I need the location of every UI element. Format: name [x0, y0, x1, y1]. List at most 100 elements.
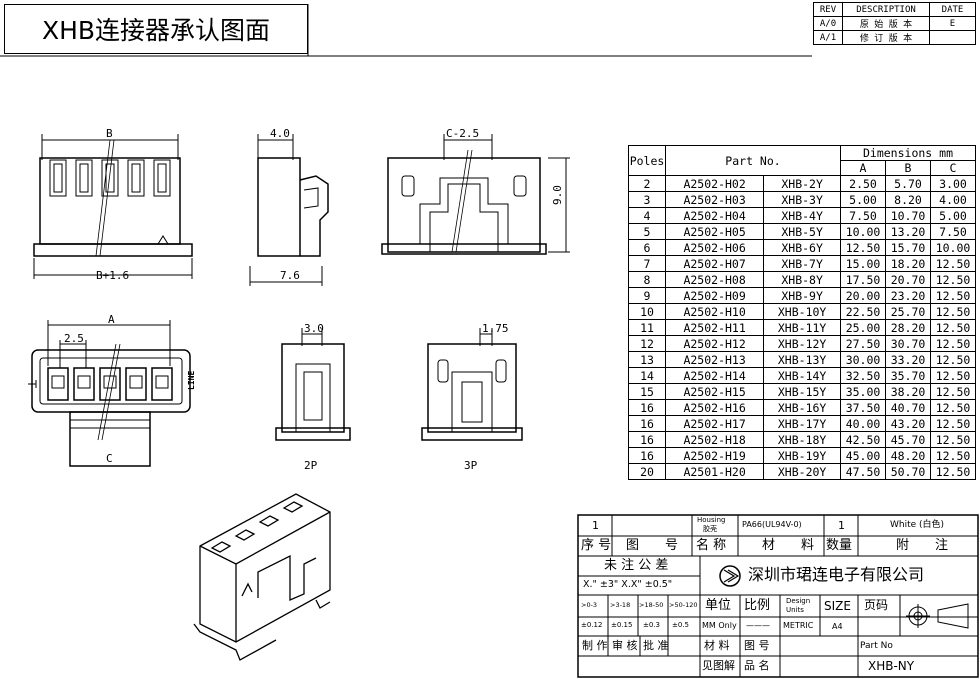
- dim-label-side-top: 4.0: [270, 127, 290, 140]
- dim-c-cell: 12.50: [930, 287, 976, 304]
- dim-c-cell: 12.50: [930, 463, 976, 480]
- part-a-cell: A2502-H03: [664, 191, 765, 208]
- dim-a-cell: 2.50: [840, 175, 886, 192]
- dim-c-cell: 12.50: [930, 351, 976, 368]
- dim-b-cell: 30.70: [885, 335, 931, 352]
- tolerance-values: X." ±3" X.X" ±0.5": [583, 579, 673, 590]
- part-b-cell: XHB-4Y: [763, 207, 841, 224]
- dim-c-cell: 12.50: [930, 319, 976, 336]
- dim-a-cell: 7.50: [840, 207, 886, 224]
- dim-a-cell: 42.50: [840, 431, 886, 448]
- part-no-header: Part No.: [665, 145, 841, 176]
- dim-a-cell: 40.00: [840, 415, 886, 432]
- col-b-header: B: [885, 160, 931, 176]
- poles-cell: 20: [628, 463, 666, 480]
- poles-cell: 3: [628, 191, 666, 208]
- dim-a-cell: 47.50: [840, 463, 886, 480]
- dim-b-cell: 35.70: [885, 367, 931, 384]
- material-header: 材 料: [762, 538, 815, 553]
- dim-c-cell: 12.50: [930, 399, 976, 416]
- dim-b-cell: 33.20: [885, 351, 931, 368]
- range-1: >0-3: [581, 601, 598, 609]
- page-label: 页码: [864, 598, 889, 612]
- part-a-cell: A2502-H18: [664, 431, 765, 448]
- part-a-cell: A2502-H09: [664, 287, 765, 304]
- note-header: 附 注: [896, 538, 949, 553]
- dim-c-cell: 3.00: [930, 175, 976, 192]
- part-b-cell: XHB-3Y: [763, 191, 841, 208]
- dim-c-cell: 12.50: [930, 271, 976, 288]
- part-a-cell: A2502-H02: [664, 175, 765, 192]
- part-b-cell: XHB-7Y: [763, 255, 841, 272]
- pin-mark: LINE: [187, 370, 196, 390]
- design-units-1: Design: [786, 597, 811, 605]
- part-a-cell: A2502-H11: [664, 319, 765, 336]
- dim-c-cell: 12.50: [930, 367, 976, 384]
- dim-b-cell: 50.70: [885, 463, 931, 480]
- poles-cell: 12: [628, 335, 666, 352]
- material-value: PA66(UL94V-0): [742, 520, 802, 529]
- view-label-2p: 2P: [304, 459, 318, 472]
- item-no: 1: [592, 519, 599, 532]
- approve-label: 批 准: [643, 639, 669, 652]
- dim-b-cell: 43.20: [885, 415, 931, 432]
- dim-a-cell: 15.00: [840, 255, 886, 272]
- poles-cell: 16: [628, 447, 666, 464]
- col-c-header: C: [930, 160, 976, 176]
- view-label-3p: 3P: [464, 459, 478, 472]
- dim-a-cell: 27.50: [840, 335, 886, 352]
- range-4: >50-120: [669, 601, 698, 609]
- range-2: >3-18: [610, 601, 631, 609]
- range-tol-4: ±0.5: [672, 621, 689, 629]
- seq-header: 序 号: [581, 538, 612, 553]
- part-a-cell: A2502-H19: [664, 447, 765, 464]
- dim-a-cell: 22.50: [840, 303, 886, 320]
- poles-cell: 7: [628, 255, 666, 272]
- poles-cell: 9: [628, 287, 666, 304]
- part-b-cell: XHB-12Y: [763, 335, 841, 352]
- dim-label-b: B: [106, 127, 113, 140]
- dim-b-cell: 8.20: [885, 191, 931, 208]
- poles-cell: 6: [628, 239, 666, 256]
- part-a-cell: A2502-H08: [664, 271, 765, 288]
- poles-cell: 15: [628, 383, 666, 400]
- dim-b-cell: 48.20: [885, 447, 931, 464]
- part-b-cell: XHB-20Y: [763, 463, 841, 480]
- col-a-header: A: [840, 160, 886, 176]
- dim-c-cell: 7.50: [930, 223, 976, 240]
- part-b-cell: XHB-19Y: [763, 447, 841, 464]
- dim-b-cell: 38.20: [885, 383, 931, 400]
- color-value: White (白色): [890, 520, 945, 530]
- part-a-cell: A2502-H17: [664, 415, 765, 432]
- dim-a-cell: 10.00: [840, 223, 886, 240]
- see-detail-label: 见图解: [702, 659, 735, 672]
- dim-b-cell: 45.70: [885, 431, 931, 448]
- part-no-label: Part No: [860, 641, 893, 651]
- dim-label-3p: 1.75: [482, 322, 509, 335]
- part-a-cell: A2502-H05: [664, 223, 765, 240]
- range-tol-2: ±0.15: [611, 621, 633, 629]
- dim-a-cell: 30.00: [840, 351, 886, 368]
- poles-cell: 4: [628, 207, 666, 224]
- part-a-cell: A2502-H07: [664, 255, 765, 272]
- dim-c-cell: 12.50: [930, 447, 976, 464]
- part-b-cell: XHB-16Y: [763, 399, 841, 416]
- dim-b-cell: 25.70: [885, 303, 931, 320]
- poles-cell: 16: [628, 399, 666, 416]
- dim-label-height: 9.0: [551, 185, 564, 205]
- scale-label: 比例: [744, 598, 771, 613]
- part-a-cell: A2502-H06: [664, 239, 765, 256]
- dim-label-pitch: 2.5: [64, 332, 84, 345]
- dim-b-cell: 18.20: [885, 255, 931, 272]
- unit-value: MM Only: [702, 621, 737, 630]
- poles-cell: 16: [628, 415, 666, 432]
